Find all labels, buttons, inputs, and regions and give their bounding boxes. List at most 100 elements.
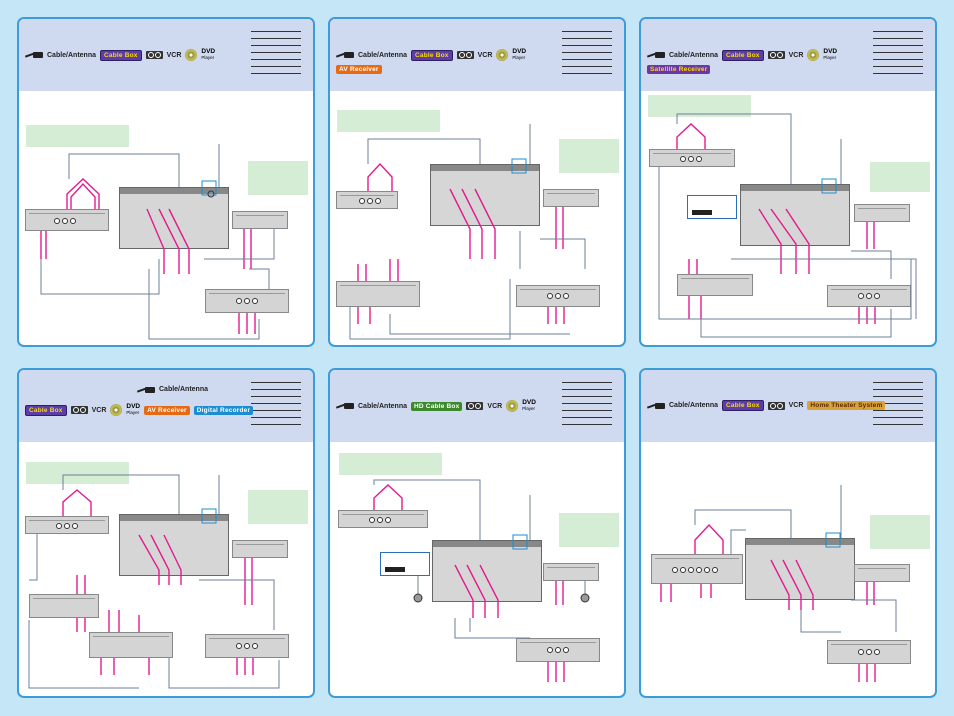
wiring bbox=[658, 113, 917, 338]
vcr-device bbox=[854, 564, 910, 582]
cable-antenna-label: Cable/Antenna bbox=[358, 402, 408, 410]
cable-box-badge: Cable Box bbox=[722, 400, 764, 411]
cable-antenna-label: Cable/Antenna bbox=[47, 51, 97, 59]
wiring bbox=[28, 474, 280, 689]
satellite-receiver-device bbox=[677, 274, 753, 296]
antenna-plug-icon bbox=[336, 403, 354, 409]
dvd-player-device bbox=[205, 634, 289, 658]
title-lines bbox=[562, 376, 612, 425]
hdmi-panel bbox=[380, 552, 430, 576]
dvd-disc-icon bbox=[807, 49, 820, 61]
cable-box-device bbox=[649, 149, 735, 167]
dvd-disc-icon bbox=[185, 49, 198, 61]
hd-cable-box-device bbox=[338, 510, 428, 528]
cable-antenna-label: Cable/Antenna bbox=[358, 51, 408, 59]
satellite-receiver-badge: Satellite Receiver bbox=[647, 65, 711, 74]
vcr-label: VCR bbox=[487, 402, 503, 410]
vcr-device bbox=[543, 189, 599, 207]
note-box bbox=[559, 139, 619, 173]
antenna-plug-icon bbox=[647, 402, 665, 409]
digital-recorder-badge: Digital Recorder bbox=[193, 405, 254, 415]
antenna-plug-icon bbox=[25, 52, 43, 58]
cable-box-device bbox=[25, 516, 109, 534]
note-box bbox=[337, 110, 440, 132]
vcr-label: VCR bbox=[788, 51, 804, 59]
av-receiver-device bbox=[336, 281, 420, 307]
hdmi-panel bbox=[687, 195, 737, 219]
cable-box-badge: Cable Box bbox=[411, 49, 453, 61]
dvd-player-device bbox=[827, 640, 911, 664]
cable-box-badge: Cable Box bbox=[25, 404, 67, 416]
dvd-disc-icon bbox=[506, 400, 519, 412]
av-receiver-device bbox=[89, 632, 173, 658]
vcr-icon bbox=[767, 401, 785, 410]
wiring bbox=[40, 144, 275, 340]
vcr-icon bbox=[466, 402, 484, 410]
dvd-player-device bbox=[827, 285, 911, 307]
vcr-icon bbox=[145, 51, 163, 59]
title-lines bbox=[873, 25, 923, 74]
home-theater-system-badge: Home Theater System bbox=[807, 401, 886, 410]
antenna-plug-icon bbox=[137, 386, 155, 393]
note-box bbox=[26, 462, 129, 484]
cable-box-device bbox=[25, 209, 109, 231]
cable-antenna-label: Cable/Antenna bbox=[669, 51, 719, 59]
home-theater-device bbox=[651, 554, 743, 584]
antenna-plug-icon bbox=[336, 52, 354, 58]
note-box bbox=[559, 513, 619, 547]
note-box bbox=[870, 162, 930, 192]
vcr-label: VCR bbox=[477, 51, 493, 59]
tv-device bbox=[432, 540, 542, 602]
note-box bbox=[248, 490, 308, 524]
dvd-player-device bbox=[516, 285, 600, 307]
panel-header: Cable/Antenna Cable Box VCR Home Theater… bbox=[641, 370, 935, 442]
vcr-label: VCR bbox=[788, 402, 804, 409]
cable-antenna-label: Cable/Antenna bbox=[669, 402, 719, 409]
title-lines bbox=[251, 25, 301, 74]
title-lines bbox=[873, 376, 923, 425]
vcr-icon bbox=[456, 51, 474, 59]
note-box bbox=[26, 125, 129, 147]
dvd-player-device bbox=[205, 289, 289, 313]
vcr-device bbox=[543, 563, 599, 581]
dvd-player-device bbox=[516, 638, 600, 662]
note-box bbox=[870, 515, 930, 549]
diagram-panel-6: Cable/Antenna Cable Box VCR Home Theater… bbox=[639, 368, 937, 698]
tv-device bbox=[119, 514, 229, 576]
vcr-label: VCR bbox=[91, 406, 107, 414]
cable-box-badge: Cable Box bbox=[100, 49, 142, 61]
vcr-device bbox=[232, 540, 288, 558]
vcr-icon bbox=[767, 51, 785, 59]
av-receiver-badge: AV Receiver bbox=[336, 65, 382, 74]
cable-box-badge: Cable Box bbox=[722, 49, 764, 61]
note-box bbox=[648, 95, 751, 117]
dvd-disc-icon bbox=[496, 49, 509, 61]
vcr-icon bbox=[70, 406, 88, 414]
tv-device bbox=[430, 164, 540, 226]
note-box bbox=[248, 161, 308, 195]
av-receiver-badge: AV Receiver bbox=[144, 405, 190, 415]
note-box bbox=[339, 453, 442, 475]
wiring bbox=[349, 124, 586, 340]
vcr-label: VCR bbox=[166, 51, 182, 59]
hd-cable-box-badge: HD Cable Box bbox=[411, 401, 463, 411]
digital-recorder-device bbox=[29, 594, 99, 618]
antenna-plug-icon bbox=[647, 52, 665, 58]
title-lines bbox=[251, 376, 301, 425]
vcr-device bbox=[854, 204, 910, 222]
